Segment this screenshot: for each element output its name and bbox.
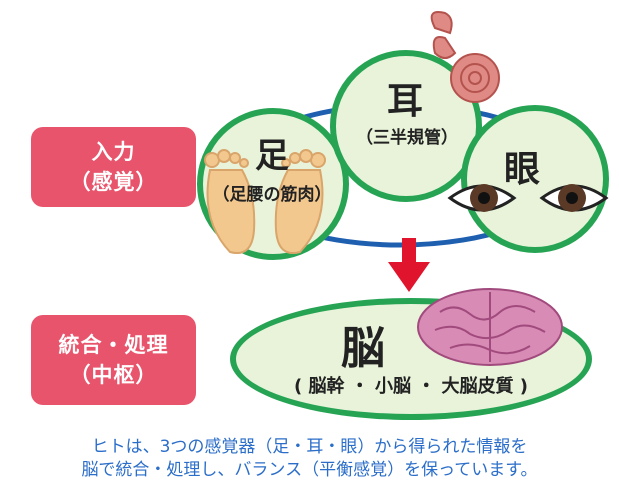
brain-title: 脳: [341, 323, 385, 374]
foot-title: 足: [255, 136, 289, 176]
eye-title: 眼: [503, 149, 540, 190]
input-label-line2: （感覚）: [69, 170, 158, 194]
integration-label: 統合・処理 （中枢）: [31, 315, 196, 405]
caption-line2: 脳で統合・処理し、バランス（平衡感覚）を保っています。: [81, 460, 538, 480]
integration-label-line1: 統合・処理: [58, 333, 169, 357]
eye-circle: [461, 105, 609, 253]
feet-icon: [204, 149, 326, 254]
down-arrow-icon: [388, 238, 430, 292]
ear-subtitle: （三半規管）: [356, 128, 458, 148]
brain-icon: [417, 288, 563, 366]
brain-subtitle: ( 脳幹 ・ 小脳 ・ 大脳皮質 ): [293, 376, 529, 397]
input-label-line1: 入力: [91, 140, 136, 164]
integration-label-line2: （中枢）: [69, 363, 158, 387]
input-sense-label: 入力 （感覚）: [31, 127, 196, 207]
eyes-icon: [447, 184, 609, 212]
inner-ear-icon: [430, 11, 500, 103]
ear-title: 耳: [386, 81, 423, 122]
foot-subtitle: （足腰の筋肉）: [212, 185, 332, 205]
caption-line1: ヒトは、3つの感覚器（足・耳・眼）から得られた情報を: [91, 437, 528, 457]
